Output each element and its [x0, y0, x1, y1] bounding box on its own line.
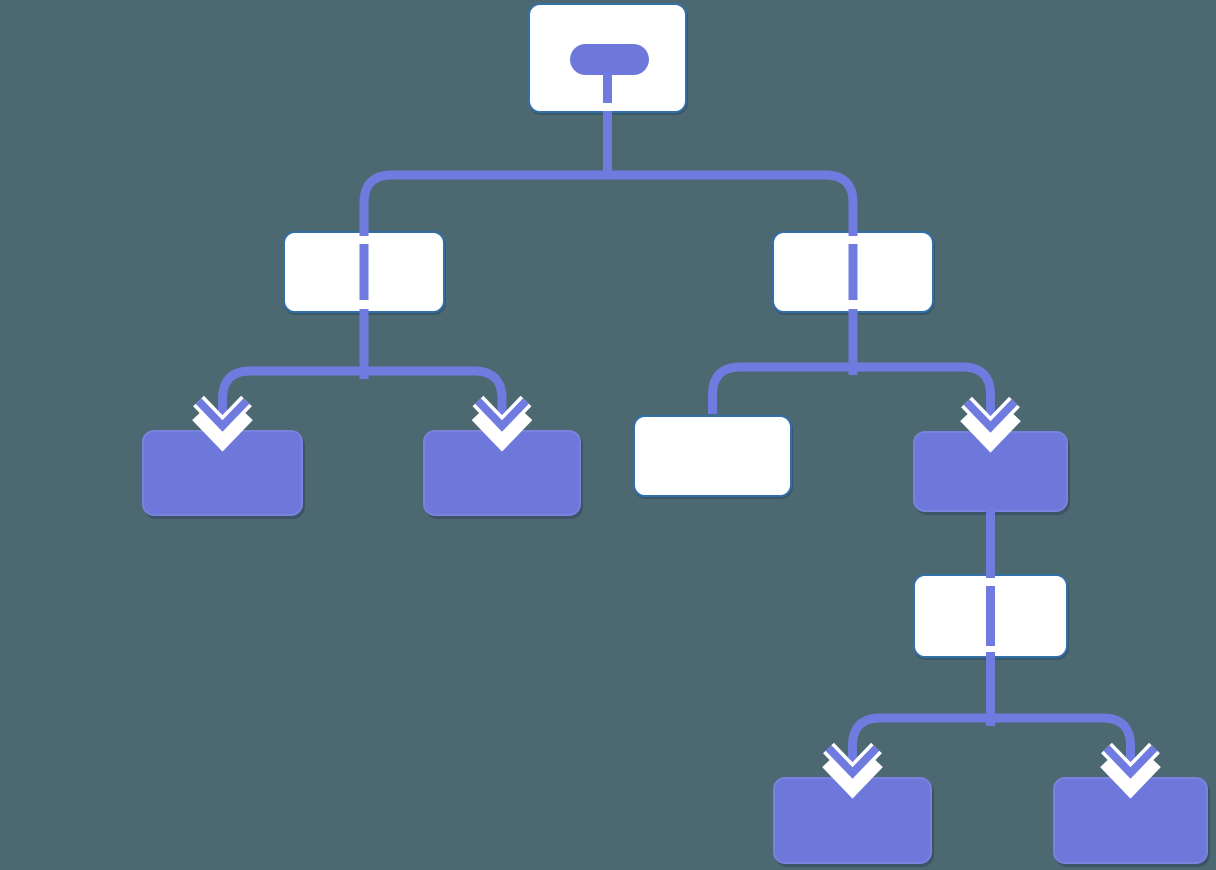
edge-level1-split	[359, 170, 858, 236]
arrowhead-leaf-2-outline-icon	[472, 395, 532, 437]
arrowhead-leaf-2-upper-chevron-icon	[475, 398, 529, 432]
arrowhead-leaf-3-outline-icon	[823, 742, 882, 784]
arrowhead-leaf-1-upper-chevron-icon	[195, 398, 250, 432]
leaf-node-4[interactable]	[1053, 777, 1208, 864]
leaf-node-3[interactable]	[773, 777, 932, 864]
leaf-node-1[interactable]	[142, 430, 303, 516]
root-node[interactable]	[528, 3, 687, 113]
arrowhead-continue-outline-icon	[961, 396, 1020, 438]
arrowhead-leaf-1-outline-icon	[193, 395, 252, 437]
plain-child-node[interactable]	[633, 415, 792, 497]
arrowhead-continue-upper-chevron-icon	[963, 399, 1018, 433]
collapsed-label-pill	[570, 44, 649, 75]
branch-left-node[interactable]	[283, 231, 445, 313]
arrowhead-leaf-4-outline-icon	[1101, 742, 1160, 784]
continue-node[interactable]	[913, 431, 1068, 512]
arrowhead-leaf-4-upper-chevron-icon	[1103, 745, 1158, 779]
leaf-node-2[interactable]	[423, 430, 581, 516]
arrowhead-leaf-3-upper-chevron-icon	[825, 745, 880, 779]
branch-right-node[interactable]	[772, 231, 934, 313]
branch-bottom-node[interactable]	[913, 574, 1068, 658]
